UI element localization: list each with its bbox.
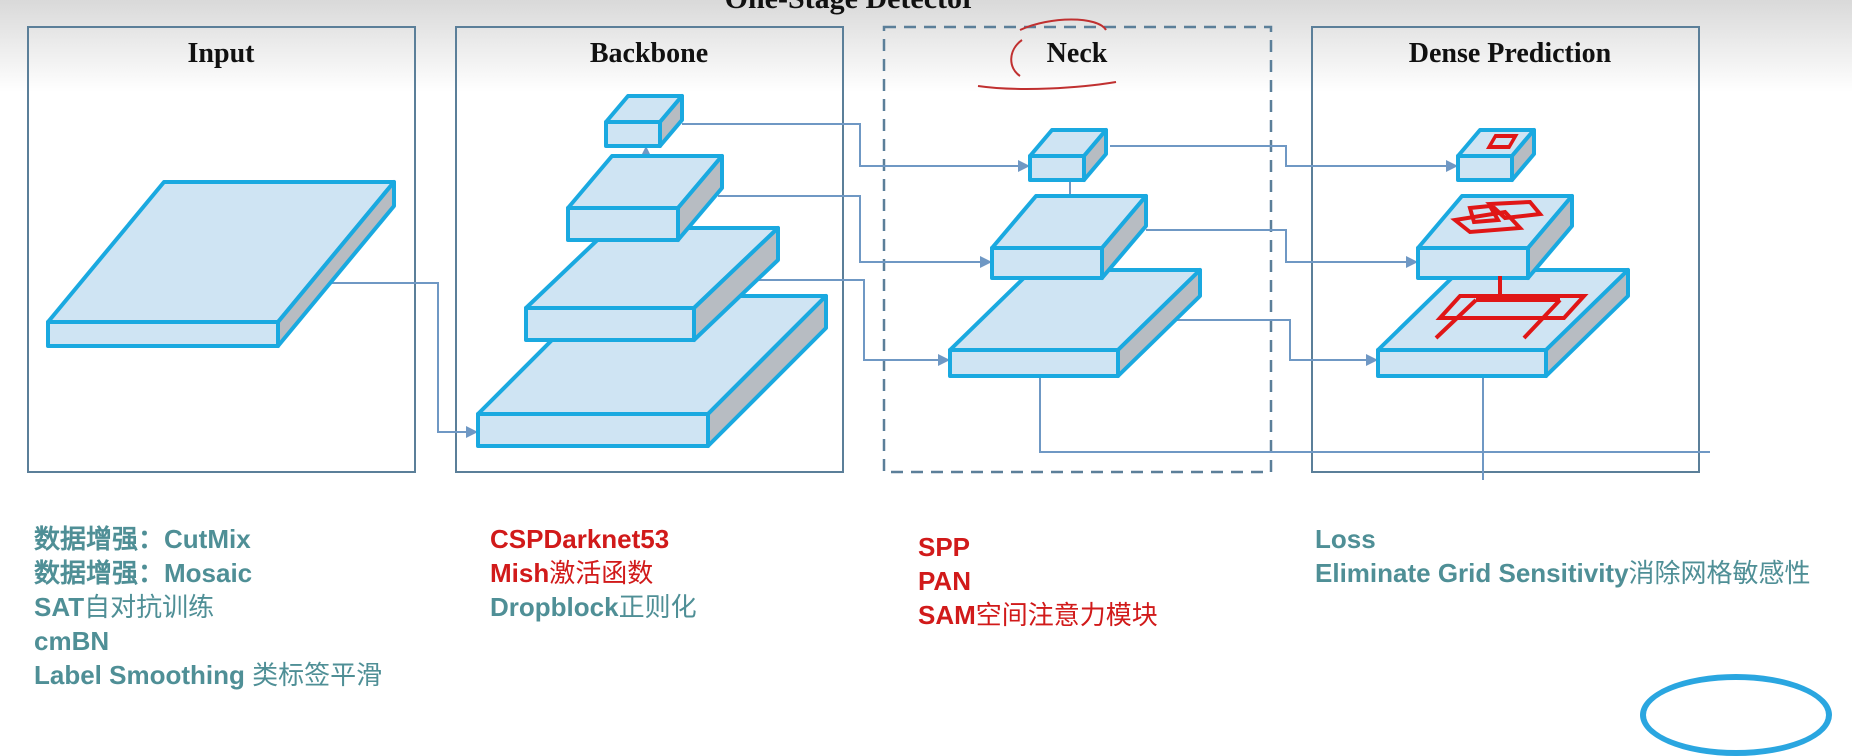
note-item: Label Smoothing 类标签平滑: [34, 660, 383, 690]
note-item: cmBN: [34, 626, 110, 656]
slab-front-face: [524, 306, 696, 342]
neck-level-1: [948, 268, 1202, 378]
prediction-level-1: [1376, 268, 1630, 378]
note-item: Loss: [1315, 524, 1376, 554]
anchor-box-small: [1485, 134, 1519, 149]
panel-input: [27, 26, 416, 473]
panel-backbone: [455, 26, 844, 473]
note-item: 数据增强：CutMix: [34, 524, 251, 554]
anchor-box-large: [1434, 276, 1589, 340]
backbone-level-2: [524, 226, 780, 342]
slab-front-face: [948, 348, 1120, 378]
neck-level-2: [990, 194, 1148, 280]
backbone-level-1: [476, 294, 828, 448]
slab-front-face: [1376, 348, 1548, 378]
note-item: PAN: [918, 566, 971, 596]
input-notes: 数据增强：CutMix 数据增强：Mosaic SAT自对抗训练 cmBN La…: [34, 522, 382, 692]
connector-arrowhead: [1446, 160, 1458, 172]
panel-neck: [882, 25, 1273, 474]
slab-front-face: [476, 412, 710, 448]
connector-line: [740, 279, 950, 361]
connector-line: [1110, 145, 1458, 167]
anchor-box-medium: [1450, 199, 1544, 235]
connector-arrowhead: [1406, 256, 1418, 268]
slab-front-face: [46, 320, 280, 348]
feature-blocks: [46, 94, 1630, 448]
panels: [27, 25, 1700, 474]
connector-line: [718, 195, 992, 263]
stage-heading-backbone: Backbone: [590, 38, 708, 69]
connector-arrowhead: [938, 354, 950, 366]
panel-dense-prediction: [1311, 26, 1700, 473]
note-item: SAT自对抗训练: [34, 592, 215, 622]
stage-heading-neck: Neck: [1047, 38, 1108, 69]
diagram-title: One-Stage Detector: [725, 0, 976, 15]
detector-diagram: One-Stage Detector Input Backbone Neck D…: [27, 0, 1710, 480]
connector-arrowhead: [1018, 160, 1030, 172]
neck-notes: SPP PAN SAM空间注意力模块: [918, 530, 1158, 632]
header-shade: [0, 0, 1852, 92]
prediction-notes: Loss Eliminate Grid Sensitivity消除网格敏感性: [1315, 522, 1811, 590]
slab-front-face: [990, 246, 1104, 280]
connector-line: [330, 282, 478, 433]
note-item: CSPDarknet53: [490, 524, 670, 554]
connector-line: [1164, 319, 1378, 361]
note-item: Eliminate Grid Sensitivity消除网格敏感性: [1315, 558, 1811, 588]
note-item: Dropblock正则化: [490, 592, 697, 622]
slab-front-face: [604, 120, 662, 148]
slab-front-face: [1456, 154, 1514, 182]
connector-arrowhead: [1366, 354, 1378, 366]
connector-arrowhead: [466, 426, 478, 438]
backbone-notes: CSPDarknet53 Mish激活函数 Dropblock正则化: [490, 522, 697, 624]
input-slab: [46, 180, 396, 348]
connector-line: [682, 123, 1030, 167]
note-item: 数据增强：Mosaic: [34, 558, 253, 588]
corner-badge: [1640, 674, 1832, 756]
connector-line: [1146, 229, 1418, 263]
slab-front-face: [1416, 246, 1530, 280]
note-item: SPP: [918, 532, 971, 562]
stage-heading-input: Input: [188, 38, 256, 69]
neck-annotation-mark: [977, 18, 1117, 90]
backbone-level-3: [566, 154, 724, 242]
backbone-level-4: [604, 94, 684, 148]
prediction-anchors: [1434, 134, 1589, 340]
connector-arrowhead: [980, 256, 992, 268]
note-item: Mish激活函数: [490, 558, 654, 588]
neck-level-3: [1028, 128, 1108, 182]
slab-front-face: [566, 206, 680, 242]
stage-heading-dense-prediction: Dense Prediction: [1409, 38, 1612, 69]
slab-front-face: [1028, 154, 1086, 182]
note-item: SAM空间注意力模块: [918, 600, 1158, 630]
